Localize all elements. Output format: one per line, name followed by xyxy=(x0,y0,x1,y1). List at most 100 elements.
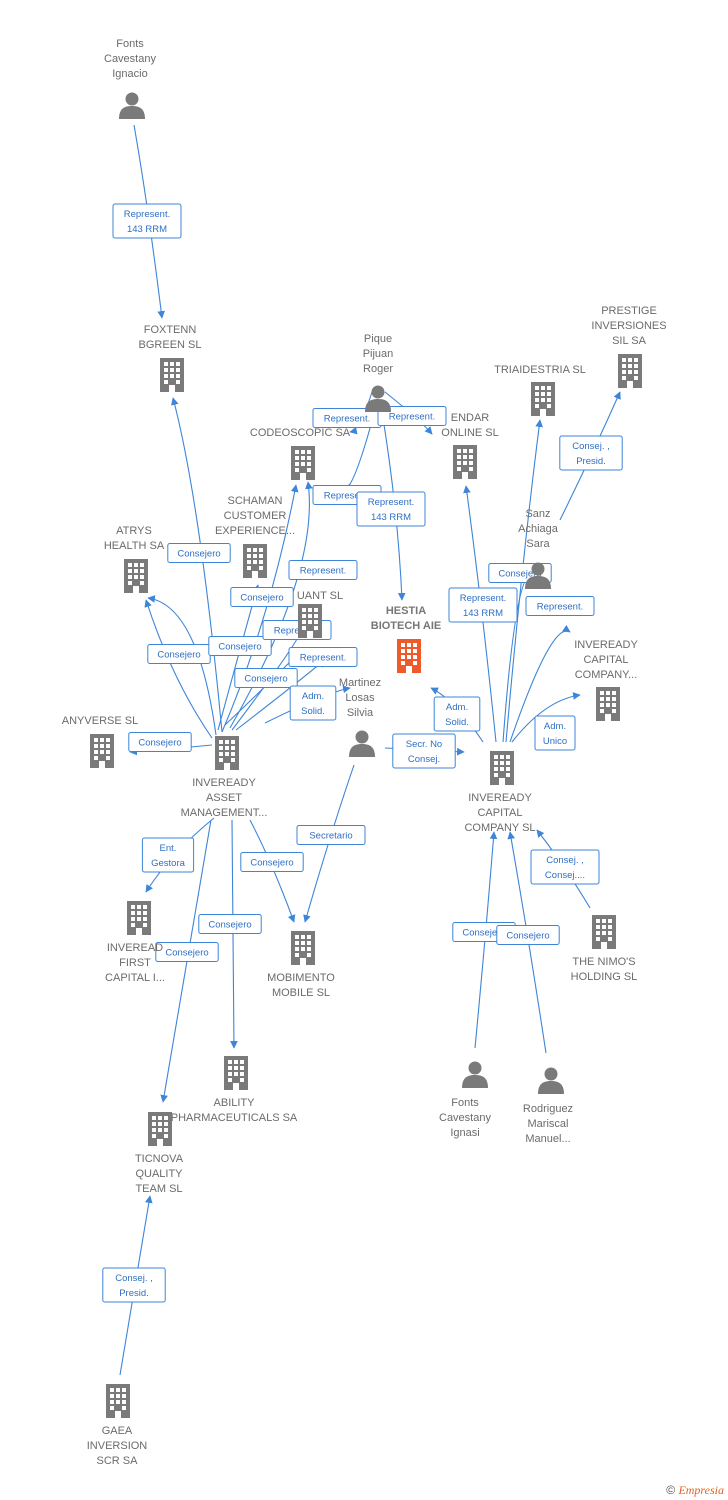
node-label: Sanz xyxy=(525,508,550,520)
node-label: FIRST xyxy=(119,957,151,969)
node-label: INVERSION xyxy=(87,1440,148,1452)
building-icon xyxy=(148,1112,172,1146)
relation-label[interactable]: Represent. xyxy=(312,408,382,428)
brand-logo[interactable]: Empresia xyxy=(678,1483,724,1497)
relation-label[interactable]: Represent.143 RRM xyxy=(112,203,182,239)
node-label: SCR SA xyxy=(97,1455,139,1467)
relation-label-text: Gestora xyxy=(151,858,186,869)
node-label: HOLDING SL xyxy=(571,971,638,983)
node-label: ASSET xyxy=(206,792,242,804)
building-icon xyxy=(243,544,267,578)
relation-label[interactable]: Consejero xyxy=(155,942,219,962)
relation-label-text: Consej. xyxy=(408,754,440,765)
building-icon xyxy=(618,354,642,388)
relation-label-text: Solid. xyxy=(301,706,325,717)
relation-label-text: Represent. xyxy=(324,491,370,502)
relation-label-text: Represent. xyxy=(537,602,583,613)
relation-label-text: Represent. xyxy=(324,414,370,425)
relation-label[interactable]: Consej. ,Consej.... xyxy=(530,849,600,885)
relation-label[interactable]: Consej. ,Presid. xyxy=(102,1267,166,1303)
relation-label[interactable]: Ent.Gestora xyxy=(141,837,195,873)
node-label: COMPANY SL xyxy=(464,822,535,834)
node-label: Manuel... xyxy=(525,1133,570,1145)
person-icon xyxy=(538,1067,564,1094)
node-label: UANT SL xyxy=(297,590,343,602)
relation-label-text: 143 RRM xyxy=(371,512,411,523)
relation-label-text: Consej. , xyxy=(546,855,584,866)
node-label: THE NIMO'S xyxy=(572,956,635,968)
node-label: GAEA xyxy=(102,1425,133,1437)
node-label: INVEREADY xyxy=(574,639,638,651)
node-schaman[interactable]: SCHAMANCUSTOMEREXPERIENCE... xyxy=(215,495,295,578)
relation-label[interactable]: Represent. xyxy=(288,560,358,580)
relation-label[interactable]: Consejero xyxy=(230,587,294,607)
relation-label[interactable]: Represent. xyxy=(288,647,358,667)
node-prestige[interactable]: PRESTIGE INVERSIONES SIL SA xyxy=(591,305,667,388)
relation-label-text: Consej. , xyxy=(115,1273,153,1284)
node-label: Mariscal xyxy=(528,1118,569,1130)
node-invercap_top[interactable]: INVEREADY CAPITAL COMPANY... xyxy=(574,639,638,721)
node-label: Ignasi xyxy=(450,1127,479,1139)
relation-label-text: Adm. xyxy=(302,691,324,702)
relation-label[interactable]: Consej. ,Presid. xyxy=(559,435,623,471)
node-rodriguez[interactable]: RodriguezMariscalManuel... xyxy=(523,1067,573,1146)
node-codeoscopic[interactable]: CODEOSCOPIC SA xyxy=(250,427,351,480)
node-label: INVEREADY xyxy=(192,777,256,789)
node-label: CUSTOMER xyxy=(224,510,287,522)
node-label: EXPERIENCE... xyxy=(215,525,295,537)
node-label: MOBILE SL xyxy=(272,987,330,999)
relation-label[interactable]: Consejero xyxy=(198,914,262,934)
relation-label-text: Presid. xyxy=(576,456,606,467)
node-label: BIOTECH AIE xyxy=(371,620,442,632)
node-label: COMPANY... xyxy=(575,669,638,681)
node-label: Pijuan xyxy=(363,348,394,360)
node-nimos[interactable]: THE NIMO'S HOLDING SL xyxy=(571,915,638,983)
node-anyverse[interactable]: ANYVERSE SL xyxy=(62,715,138,768)
node-gaea[interactable]: GAEA INVERSION SCR SA xyxy=(87,1384,148,1467)
node-quant[interactable]: UANT SL xyxy=(297,590,343,638)
relation-label[interactable]: Consejero xyxy=(234,668,298,688)
relation-label[interactable]: Represent. xyxy=(525,596,595,616)
relation-label[interactable]: Adm.Solid. xyxy=(433,696,481,732)
node-label: QUALITY xyxy=(135,1168,183,1180)
relation-label[interactable]: Represent. xyxy=(377,406,447,426)
relation-label[interactable]: Consejero xyxy=(240,852,304,872)
relation-label[interactable]: Consejero xyxy=(208,636,272,656)
node-invasset[interactable]: INVEREADYASSETMANAGEMENT... xyxy=(181,736,268,819)
relation-label[interactable]: Adm.Unico xyxy=(534,715,576,751)
relation-label[interactable]: Consejero xyxy=(147,644,211,664)
building-icon xyxy=(596,687,620,721)
relation-label[interactable]: Secretario xyxy=(296,825,366,845)
building-icon xyxy=(453,445,477,479)
node-label: CAPITAL xyxy=(583,654,628,666)
node-label: SIL SA xyxy=(612,335,646,347)
relation-label[interactable]: Represent.143 RRM xyxy=(448,587,518,623)
building-icon xyxy=(90,734,114,768)
relation-label[interactable]: Consejero xyxy=(128,732,192,752)
relation-label[interactable]: Represent.143 RRM xyxy=(356,491,426,527)
relation-label[interactable]: Adm. Solid. xyxy=(289,685,337,721)
node-label: PRESTIGE xyxy=(601,305,657,317)
node-triaidestria[interactable]: TRIAIDESTRIA SL xyxy=(494,364,586,416)
node-label: INVERSIONES xyxy=(591,320,666,332)
relation-label[interactable]: Consejero xyxy=(167,543,231,563)
relation-label-text: Adm. xyxy=(446,702,468,713)
relation-label[interactable]: Consejero xyxy=(496,925,560,945)
node-label: Ignacio xyxy=(112,68,147,80)
